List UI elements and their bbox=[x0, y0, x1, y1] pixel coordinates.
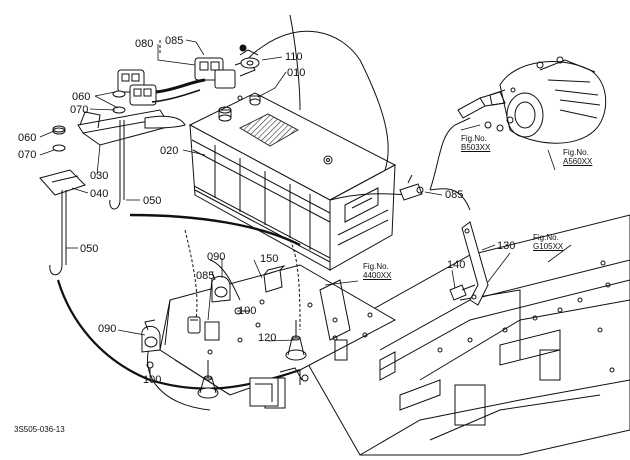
relay-085-center bbox=[187, 316, 220, 341]
hold-down-bracket bbox=[39, 90, 186, 196]
callout-060-b[interactable]: 060 bbox=[18, 132, 37, 144]
figref-g105-label: Fig.No. bbox=[533, 233, 559, 242]
callout-090-b[interactable]: 090 bbox=[98, 323, 117, 335]
callout-085-top[interactable]: 085 bbox=[165, 35, 184, 47]
battery bbox=[188, 92, 397, 271]
callout-050-b[interactable]: 050 bbox=[80, 243, 99, 255]
callout-120[interactable]: 120 bbox=[258, 332, 277, 344]
callout-060-a[interactable]: 060 bbox=[72, 91, 91, 103]
battery-stay-130 bbox=[461, 221, 489, 306]
drawing-id: 3S505-036-13 bbox=[14, 425, 65, 434]
block-150 bbox=[263, 265, 286, 293]
callout-110[interactable]: 110 bbox=[285, 51, 303, 63]
figref-4400-label: Fig.No. bbox=[363, 262, 389, 271]
battery-cables bbox=[56, 14, 471, 411]
j-bolt-rods bbox=[49, 120, 125, 276]
figref-a560[interactable]: Fig.No. A560XX bbox=[563, 148, 592, 166]
bolt-140 bbox=[449, 284, 476, 301]
figref-g105[interactable]: Fig.No. G105XX bbox=[533, 233, 563, 251]
callout-070-b[interactable]: 070 bbox=[18, 149, 37, 161]
callout-020[interactable]: 020 bbox=[160, 145, 179, 157]
figref-a560-label: Fig.No. bbox=[563, 148, 589, 157]
figref-g105-code[interactable]: G105XX bbox=[533, 242, 564, 251]
callout-010[interactable]: 010 bbox=[287, 67, 306, 79]
callout-040[interactable]: 040 bbox=[90, 188, 109, 200]
callout-100-a[interactable]: 100 bbox=[238, 305, 257, 317]
callout-090-a[interactable]: 090 bbox=[207, 251, 226, 263]
callout-085-right[interactable]: 085 bbox=[445, 189, 464, 201]
connector-085-right bbox=[399, 174, 424, 201]
figref-4400[interactable]: Fig.No. 4400XX bbox=[363, 262, 391, 280]
callout-050-a[interactable]: 050 bbox=[143, 195, 162, 207]
callout-150[interactable]: 150 bbox=[260, 253, 279, 265]
callout-130[interactable]: 130 bbox=[497, 240, 516, 252]
figref-b503[interactable]: Fig.No. B503XX bbox=[461, 134, 490, 152]
ground-bracket-lower bbox=[249, 367, 309, 407]
figref-b503-code[interactable]: B503XX bbox=[461, 143, 491, 152]
callout-085-mid[interactable]: 085 bbox=[196, 270, 215, 282]
figref-4400-code[interactable]: 4400XX bbox=[363, 271, 392, 280]
figref-a560-code[interactable]: A560XX bbox=[563, 157, 593, 166]
callout-030[interactable]: 030 bbox=[90, 170, 109, 182]
leader-lines bbox=[39, 39, 572, 377]
clamp-090-left bbox=[141, 319, 161, 353]
starter-cable-boot bbox=[457, 91, 514, 132]
callout-070-a[interactable]: 070 bbox=[70, 104, 89, 116]
starter-motor bbox=[489, 56, 607, 144]
clamp-090-center bbox=[211, 271, 231, 303]
callout-100-b[interactable]: 100 bbox=[143, 374, 162, 386]
callout-080[interactable]: 080 bbox=[135, 38, 154, 50]
figref-b503-label: Fig.No. bbox=[461, 134, 487, 143]
callout-140[interactable]: 140 bbox=[447, 259, 466, 271]
terminal-110 bbox=[239, 44, 260, 69]
grommets-120 bbox=[197, 320, 307, 399]
